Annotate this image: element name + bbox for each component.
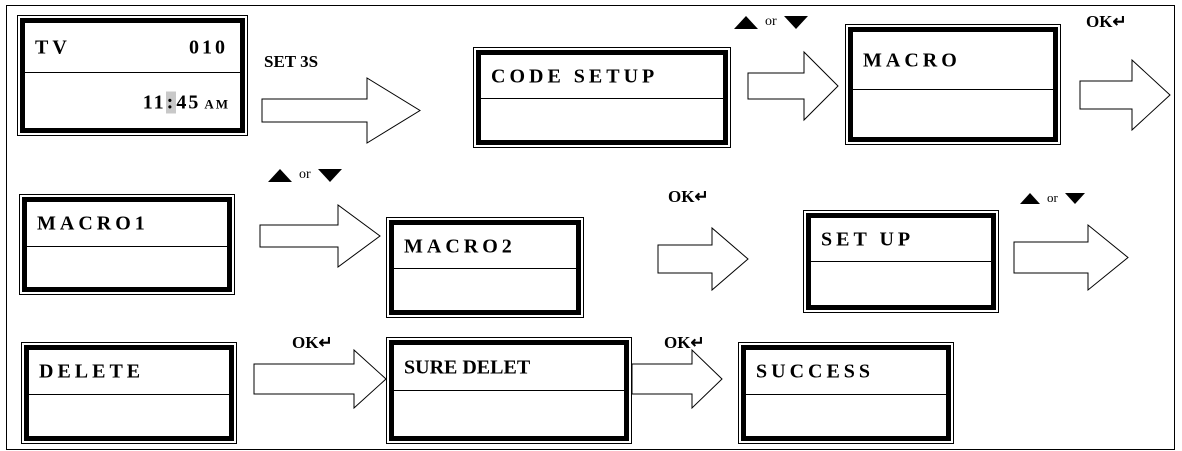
- down-triangle-icon: [317, 168, 342, 182]
- lcd-code-setup: CODE SETUP: [473, 47, 731, 148]
- macro2-text: MACRO2: [404, 235, 516, 257]
- arrow-2: [747, 50, 839, 122]
- down-triangle-icon: [1064, 192, 1085, 204]
- clock-ampm: AM: [204, 96, 230, 112]
- arrow-8: [631, 348, 723, 410]
- or-word: or: [1047, 190, 1058, 205]
- tv-label: TV: [35, 36, 71, 58]
- updown-3: or: [1020, 190, 1085, 206]
- tv-code: 010: [189, 36, 228, 58]
- arrow-6: [1013, 223, 1129, 292]
- label-set3s: SET 3S: [264, 52, 319, 71]
- up-triangle-icon: [734, 15, 758, 29]
- clock-sep: :: [165, 91, 177, 114]
- up-triangle-icon: [268, 168, 292, 182]
- code-setup-text: CODE SETUP: [491, 65, 659, 87]
- lcd-macro1: MACRO1: [19, 194, 235, 295]
- clock-min: 45: [176, 91, 201, 114]
- lcd-macro: MACRO: [845, 24, 1061, 145]
- arrow-7: [253, 348, 387, 410]
- clock-hour: 11: [142, 91, 166, 114]
- down-triangle-icon: [783, 15, 808, 29]
- arrow-4: [259, 204, 381, 268]
- label-ok-1: OK↵: [1086, 12, 1127, 31]
- updown-1: or: [734, 14, 808, 30]
- lcd-success: SUCCESS: [738, 342, 954, 444]
- set-up-text: SET UP: [821, 228, 915, 250]
- or-word: or: [765, 14, 777, 29]
- updown-2: or: [268, 167, 342, 183]
- arrow-1: [261, 77, 421, 144]
- diagram-border: [6, 5, 1175, 450]
- macro-text: MACRO: [863, 49, 961, 71]
- label-ok-2: OK↵: [668, 187, 709, 206]
- or-word: or: [299, 167, 311, 182]
- lcd-sure-delet: SURE DELET: [386, 337, 632, 444]
- label-ok-4: OK↵: [664, 333, 705, 352]
- macro1-text: MACRO1: [37, 212, 149, 235]
- arrow-5: [657, 226, 749, 292]
- success-text: SUCCESS: [756, 360, 875, 383]
- lcd-delete: DELETE: [21, 342, 237, 444]
- label-ok-3: OK↵: [292, 333, 333, 352]
- lcd-set-up: SET UP: [803, 210, 999, 313]
- sure-delet-text: SURE DELET: [404, 356, 531, 378]
- up-triangle-icon: [1020, 192, 1040, 204]
- arrow-3: [1079, 58, 1171, 132]
- lcd-macro2: MACRO2: [386, 217, 584, 318]
- delete-text: DELETE: [39, 360, 145, 383]
